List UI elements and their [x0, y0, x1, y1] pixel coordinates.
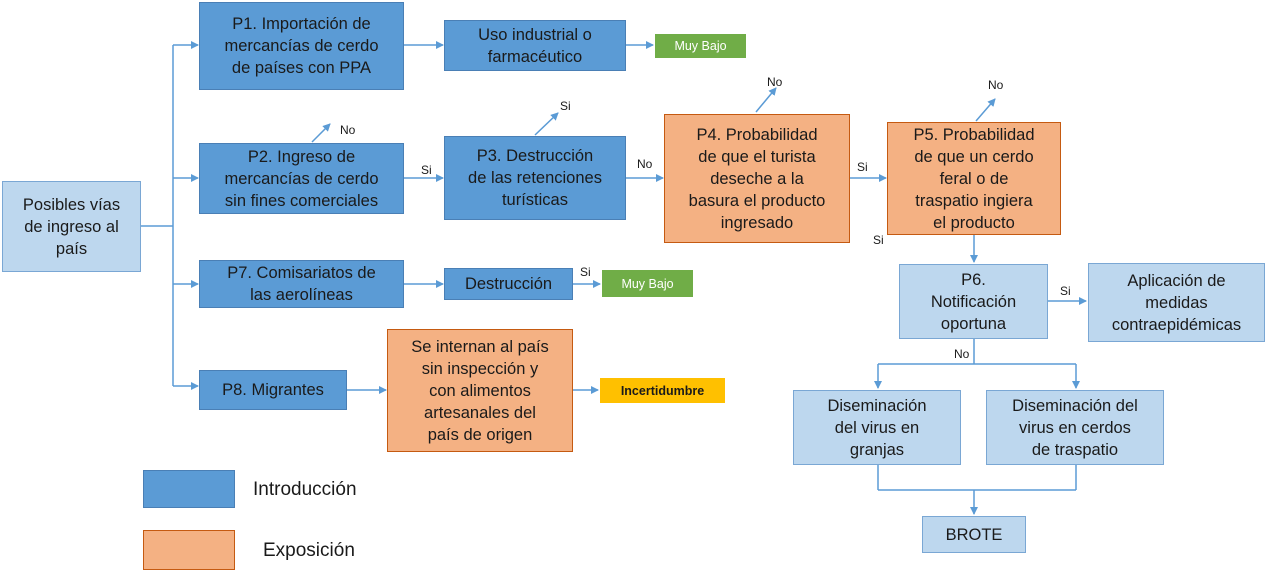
p4-node: P4. Probabilidad de que el turista desec… [664, 114, 850, 243]
legend-label-introduccion: Introducción [253, 479, 357, 500]
legend-label-exposicion: Exposición [263, 540, 355, 561]
uso-industrial-node: Uso industrial o farmacéutico [444, 20, 626, 71]
edge-p2-no [311, 123, 331, 143]
p1-outcome-badge: Muy Bajo [655, 34, 746, 58]
p2-node-label: P2. Ingreso de mercancías de cerdo sin f… [224, 147, 379, 210]
legend-swatch-exposicion [143, 530, 235, 570]
p8-node-label: P8. Migrantes [222, 381, 324, 399]
p8-outcome-label: Incertidumbre [620, 383, 705, 398]
edge-p3-si [534, 112, 559, 136]
internan-node-label: Se internan al país sin inspección y con… [411, 337, 549, 444]
p3-node-label: P3. Destrucción de las retenciones turís… [468, 147, 602, 209]
edge-label-p5-no: No [988, 78, 1004, 92]
destruccion-node: Destrucción [444, 268, 573, 300]
edge-label-p3-no: No [637, 157, 653, 171]
brote-node: BROTE [922, 516, 1026, 553]
p7-outcome-badge: Muy Bajo [602, 270, 693, 297]
edge-p5-no [975, 98, 996, 122]
edge-label-p4-no: No [767, 75, 783, 89]
p5-node: P5. Probabilidad de que un cerdo feral o… [887, 122, 1061, 235]
medidas-node-label: Aplicación de medidas contraepidémicas [1111, 271, 1242, 334]
p8-node: P8. Migrantes [199, 370, 347, 410]
internan-node: Se internan al país sin inspección y con… [387, 329, 573, 452]
p6-node: P6. Notificación oportuna [899, 264, 1048, 339]
medidas-node: Aplicación de medidas contraepidémicas [1088, 263, 1265, 342]
edge-label-p5-si: Si [873, 233, 884, 247]
edge-label-p4-si: Si [857, 160, 868, 174]
granjas-node-label: Diseminación del virus en granjas [827, 396, 927, 459]
edge-label-p6-si: Si [1060, 284, 1071, 298]
p1-node: P1. Importación de mercancías de cerdo d… [199, 2, 404, 90]
traspatio-node-label: Diseminación del virus en cerdos de tras… [1012, 396, 1138, 459]
p6-node-label: P6. Notificación oportuna [930, 270, 1017, 333]
edge-label-destruccion-si: Si [580, 265, 591, 279]
edge-label-p2-no: No [340, 123, 356, 137]
p5-node-label: P5. Probabilidad de que un cerdo feral o… [913, 125, 1035, 232]
traspatio-node: Diseminación del virus en cerdos de tras… [986, 390, 1164, 465]
p1-outcome-label: Muy Bajo [674, 39, 727, 53]
p2-node: P2. Ingreso de mercancías de cerdo sin f… [199, 143, 404, 214]
legend-swatch-introduccion [143, 470, 235, 508]
p8-outcome-badge: Incertidumbre [600, 378, 725, 403]
p1-node-label: P1. Importación de mercancías de cerdo d… [224, 15, 379, 77]
p4-node-label: P4. Probabilidad de que el turista desec… [688, 125, 826, 232]
p7-node: P7. Comisariatos de las aerolíneas [199, 260, 404, 308]
destruccion-label: Destrucción [464, 275, 553, 293]
edge-label-p6-no: No [954, 347, 970, 361]
p7-node-label: P7. Comisariatos de las aerolíneas [227, 264, 376, 304]
p7-outcome-label: Muy Bajo [621, 276, 674, 291]
edge-p4-no [755, 87, 777, 113]
origin-node-label: Posibles vías de ingreso al país [22, 195, 121, 258]
granjas-node: Diseminación del virus en granjas [793, 390, 961, 465]
edge-label-p3-si: Si [560, 99, 571, 113]
brote-node-label: BROTE [945, 525, 1003, 544]
origin-node: Posibles vías de ingreso al país [2, 181, 141, 272]
p3-node: P3. Destrucción de las retenciones turís… [444, 136, 626, 220]
uso-industrial-label: Uso industrial o farmacéutico [478, 25, 592, 66]
edge-label-p2-si: Si [421, 163, 432, 177]
